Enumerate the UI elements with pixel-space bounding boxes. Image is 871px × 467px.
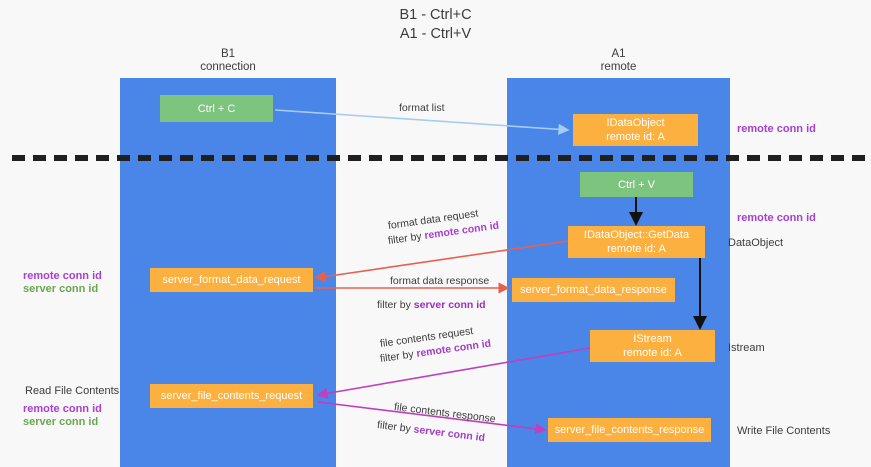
column-header-b1: B1 connection [120,48,336,74]
box-idataobject-getdata[interactable]: IDataObject::GetData remote id: A [568,226,705,258]
separator-dash [327,155,340,161]
label-read-file-contents: Read File Contents [25,385,120,397]
box-server-file-contents-response-label: server_file_contents_response [554,424,705,436]
separator-dash [516,155,529,161]
separator-dash [222,155,235,161]
separator-dash [621,155,634,161]
label-left-bottom-remote-conn-id: remote conn id [23,403,102,415]
box-istream-remote-id: remote id: A [623,347,682,359]
diagram-title: B1 - Ctrl+C A1 - Ctrl+V [0,6,871,44]
separator-dash [663,155,676,161]
separator-dash [642,155,655,161]
separator-dash [726,155,739,161]
separator-dash [369,155,382,161]
separator-dash [810,155,823,161]
edge-label-format-data-response: format data response [390,275,490,287]
separator-dash [831,155,844,161]
separator-dash [474,155,487,161]
phase-separator [12,155,865,161]
label-write-file-contents: Write File Contents [737,425,831,437]
separator-dash [243,155,256,161]
separator-dash [138,155,151,161]
filter-prefix-3: filter by [379,348,418,366]
box-istream-label: IStream [633,333,672,345]
filter-key-2: server conn id [413,299,486,311]
separator-dash [285,155,298,161]
separator-dash [201,155,214,161]
separator-dash [12,155,25,161]
box-getdata-label: IDataObject::GetData [583,229,690,241]
box-server-format-data-request-label: server_format_data_request [162,274,301,286]
separator-dash [264,155,277,161]
box-server-format-data-response[interactable]: server_format_data_response [512,278,675,302]
separator-dash [768,155,781,161]
separator-dash [684,155,697,161]
box-server-format-data-request[interactable]: server_format_data_request [150,268,313,292]
box-server-file-contents-response[interactable]: server_file_contents_response [548,418,711,442]
box-ctrl-v-label: Ctrl + V [618,178,655,191]
separator-dash [117,155,130,161]
separator-dash [180,155,193,161]
filter-prefix-1: filter by [387,230,426,248]
filter-prefix-4: filter by [376,418,415,436]
box-idataobject-label: IDataObject [606,117,665,129]
separator-dash [852,155,865,161]
box-ctrl-c-label: Ctrl + C [197,102,236,115]
box-server-format-data-response-label: server_format_data_response [520,284,667,296]
box-server-file-contents-request-label: server_file_contents_request [160,390,303,402]
box-idataobject-remote-id: remote id: A [606,131,665,143]
separator-dash [600,155,613,161]
label-remote-conn-id-mid: remote conn id [737,212,816,224]
separator-dash [75,155,88,161]
box-server-file-contents-request[interactable]: server_file_contents_request [150,384,313,408]
separator-dash [789,155,802,161]
box-istream[interactable]: IStream remote id: A [590,330,715,362]
column-header-b1-sub: connection [200,61,256,73]
filter-key-4: server conn id [412,423,486,445]
box-ctrl-v[interactable]: Ctrl + V [580,172,693,197]
separator-dash [432,155,445,161]
box-getdata-remote-id: remote id: A [607,243,666,255]
column-header-a1: A1 remote [507,48,730,74]
separator-dash [705,155,718,161]
separator-dash [54,155,67,161]
separator-dash [96,155,109,161]
separator-dash [579,155,592,161]
separator-dash [411,155,424,161]
label-left-mid-remote-conn-id: remote conn id [23,270,102,282]
separator-dash [537,155,550,161]
box-idataobject[interactable]: IDataObject remote id: A [573,114,698,146]
separator-dash [495,155,508,161]
title-line-2: A1 - Ctrl+V [399,26,472,42]
box-ctrl-c[interactable]: Ctrl + C [160,95,273,122]
separator-dash [558,155,571,161]
separator-dash [747,155,760,161]
label-remote-conn-id-top: remote conn id [737,123,816,135]
separator-dash [348,155,361,161]
column-header-a1-sub: remote [600,61,637,73]
separator-dash [306,155,319,161]
label-left-bottom-server-conn-id: server conn id [23,416,99,428]
column-header-b1-name: B1 [220,48,236,60]
separator-dash [453,155,466,161]
separator-dash [159,155,172,161]
edge-label-format-list: format list [399,102,445,114]
filter-prefix-2: filter by [377,299,414,311]
column-header-a1-name: A1 [611,48,626,60]
separator-dash [390,155,403,161]
title-line-1: B1 - Ctrl+C [399,7,472,23]
label-istream: Istream [728,342,765,354]
separator-dash [33,155,46,161]
label-left-mid-server-conn-id: server conn id [23,283,99,295]
edge-label-format-data-response-filter: filter by server conn id [377,298,486,312]
label-dataobject: DataObject [728,237,784,249]
